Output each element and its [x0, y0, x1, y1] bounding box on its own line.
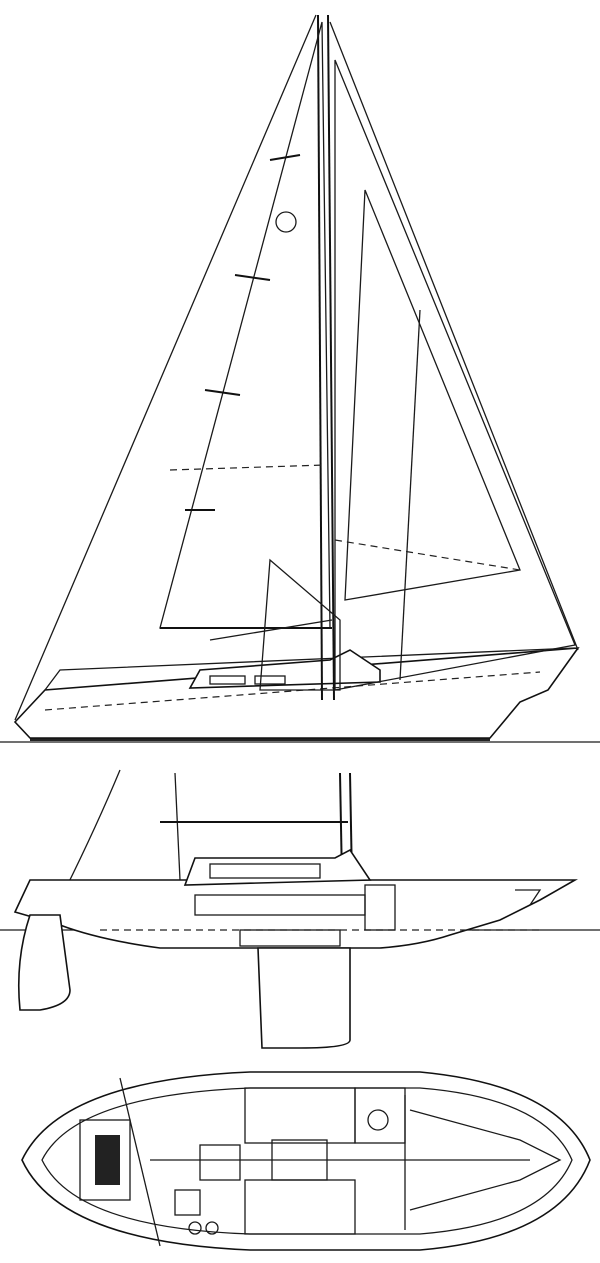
bulkhead — [364, 884, 396, 931]
cabin-profile — [183, 848, 372, 886]
mainsail — [159, 21, 331, 629]
stove-burner — [205, 1221, 219, 1235]
v-berth — [409, 1109, 562, 1211]
companionway — [199, 1144, 241, 1181]
sail-plan — [0, 14, 600, 743]
port-light — [254, 675, 286, 685]
cockpit-grating — [95, 1135, 120, 1185]
mast — [317, 14, 323, 701]
lifelines — [44, 647, 576, 691]
sail-insignia-logo — [275, 211, 297, 233]
hull-profile — [13, 879, 579, 949]
forestay — [329, 21, 579, 651]
accommodation-plan — [21, 1071, 591, 1251]
fin-keel — [257, 947, 351, 1049]
backstay — [14, 14, 317, 721]
hull — [13, 647, 580, 739]
jib-sheet-line — [334, 539, 521, 571]
cabin-sole — [239, 929, 341, 947]
port-light — [209, 675, 246, 685]
rudder — [17, 914, 71, 1011]
sheer-stripe — [44, 671, 541, 711]
windows — [209, 863, 321, 879]
reef-line — [169, 464, 326, 471]
aft-berth — [79, 1119, 131, 1201]
toilet — [367, 1109, 389, 1131]
galley-sink — [174, 1189, 201, 1216]
genoa — [334, 59, 576, 691]
deck-outline — [21, 1071, 591, 1251]
inboard-profile — [0, 769, 600, 1049]
cockpit-bulkhead — [119, 1077, 161, 1247]
mast-aft — [327, 14, 335, 701]
leech-line — [399, 309, 421, 681]
batten — [204, 389, 241, 396]
stove-burner — [188, 1221, 202, 1235]
hull-inner — [41, 1087, 573, 1235]
batten — [234, 274, 271, 281]
batten — [269, 154, 301, 161]
stay-partial — [174, 772, 181, 881]
bow-locker — [515, 889, 542, 906]
jib — [344, 189, 521, 601]
storm-sail — [259, 558, 341, 691]
boom-vang — [209, 619, 333, 641]
